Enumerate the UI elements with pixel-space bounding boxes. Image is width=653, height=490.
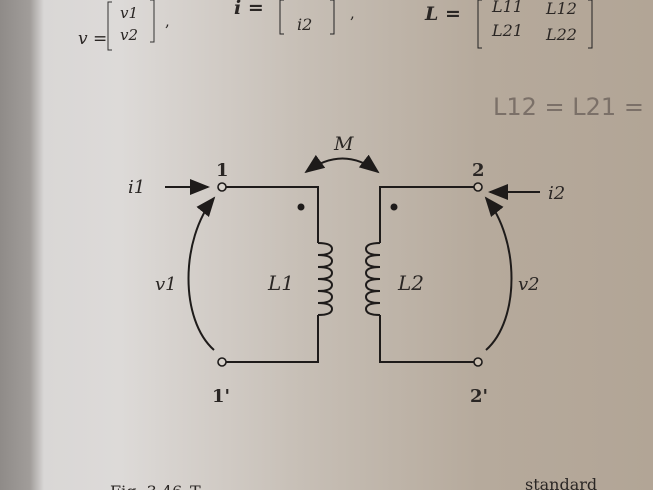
L-entry-11: L11 (491, 0, 523, 16)
caption-label: Fig. 3.46. (110, 482, 187, 490)
polarity-dot-1 (297, 203, 305, 211)
v-entry-2: v2 (120, 26, 138, 44)
L-entry-22: L22 (545, 25, 577, 44)
terminal-1 (217, 182, 227, 192)
L-entry-12: L12 (545, 0, 577, 18)
voltage-arrow-v2 (484, 196, 513, 351)
voltage-v2-label: v2 (518, 274, 540, 295)
terminal-1p-label: 1' (212, 386, 230, 407)
inductor-L1-label: L1 (267, 271, 294, 295)
caption-end: standard (525, 475, 597, 490)
v-entry-1: v1 (120, 4, 138, 22)
terminal-2 (473, 182, 483, 192)
polarity-dot-2 (390, 203, 398, 211)
L-entry-21: L21 (491, 21, 523, 40)
current-i1-label: i1 (128, 177, 145, 198)
inductor-L2-coil (364, 242, 381, 316)
current-i2-label: i2 (548, 183, 565, 204)
inductor-L2-label: L2 (397, 271, 424, 295)
mutual-coupling-arrow (304, 154, 380, 174)
v-bracket (107, 0, 155, 51)
L-bracket (477, 0, 593, 49)
right-loop (364, 182, 540, 367)
separator: , (165, 12, 170, 30)
inductor-L1-coil (317, 242, 334, 316)
i-entry-2: i2 (297, 15, 312, 34)
handwritten-note: L12 = L21 = M (493, 93, 653, 121)
terminal-2-label: 2 (472, 160, 485, 181)
mutual-label: M (333, 133, 354, 155)
caption-fragment: T (190, 482, 201, 490)
i-label: i = (234, 0, 264, 19)
voltage-v1-label: v1 (155, 274, 177, 295)
separator: , (350, 4, 355, 22)
terminal-2p-label: 2' (470, 386, 488, 407)
terminal-1-prime (217, 357, 227, 367)
L-label: L = (424, 3, 461, 25)
v-label: v = (78, 29, 107, 49)
terminal-1-label: 1 (216, 160, 229, 181)
terminal-2-prime (473, 357, 483, 367)
i-bracket (279, 0, 335, 35)
equation-row: v = v1 v2 , i = i1 i2 , L = L11 L12 L21 … (78, 0, 593, 51)
voltage-arrow-v1 (187, 196, 216, 351)
left-loop (165, 179, 334, 367)
